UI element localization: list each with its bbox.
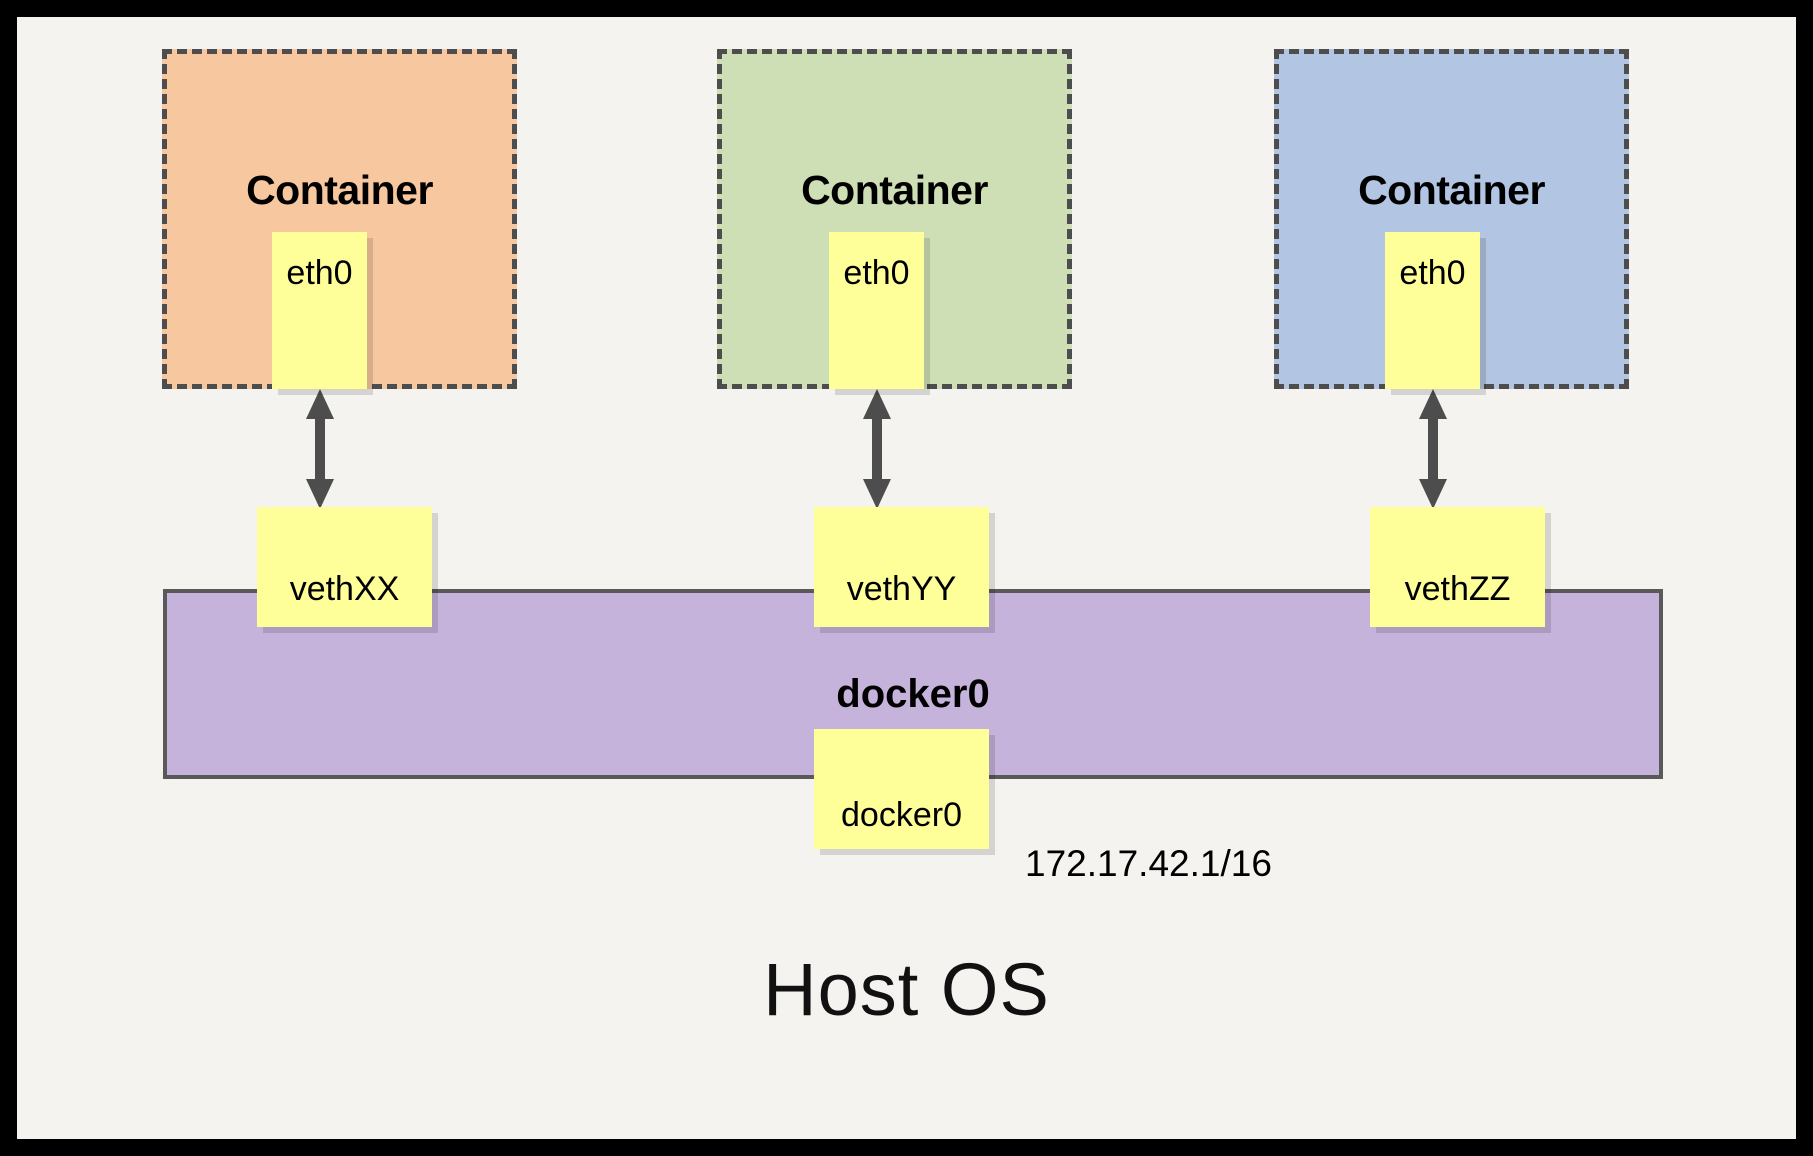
veth-link-arrow-3 (1413, 389, 1453, 509)
diagram-stage: Container eth0 Container eth0 Containe (17, 17, 1796, 1139)
docker0-interface-box: docker0 (814, 729, 989, 849)
container-eth0-3: eth0 (1385, 232, 1480, 389)
host-os-label: Host OS (763, 948, 1050, 1031)
docker0-ip-label: 172.17.42.1/16 (1025, 843, 1272, 884)
veth-box-2: vethYY (814, 507, 989, 627)
veth-link-arrow-1 (300, 389, 340, 509)
veth-box-1: vethXX (257, 507, 432, 627)
container-title-3: Container (1358, 167, 1545, 213)
container-eth0-2: eth0 (829, 232, 924, 389)
veth-box-3: vethZZ (1370, 507, 1545, 627)
container-title-1: Container (246, 167, 433, 213)
container-eth0-1: eth0 (272, 232, 367, 389)
container-title-2: Container (801, 167, 988, 213)
docker0-bridge-label: docker0 (836, 672, 990, 716)
veth-link-arrow-2 (857, 389, 897, 509)
